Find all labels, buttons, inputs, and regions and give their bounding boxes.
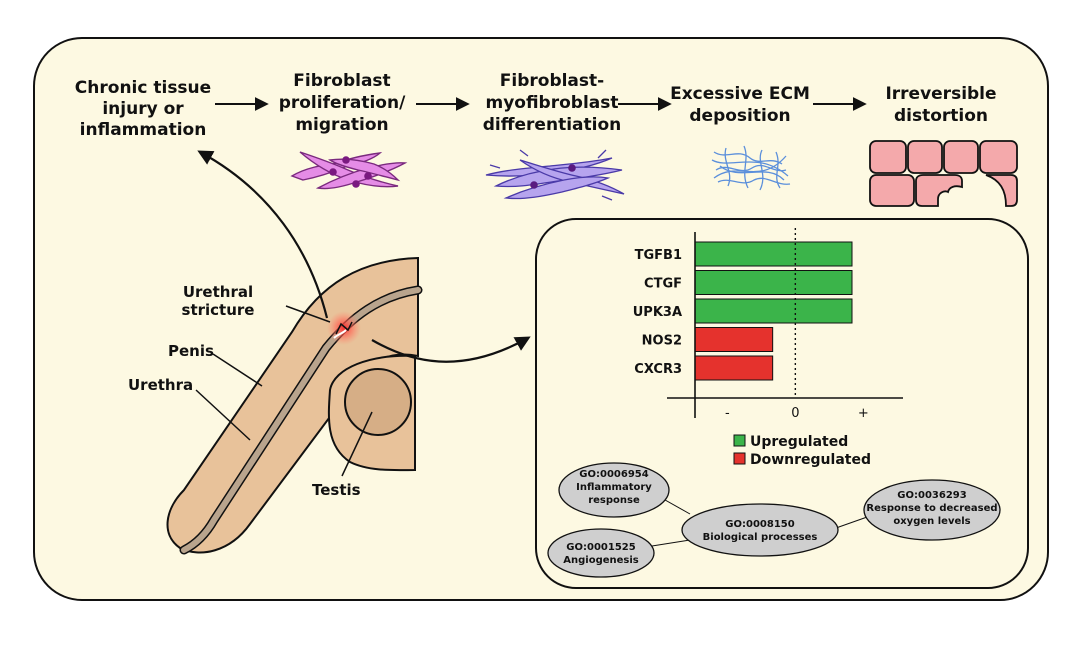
stricture-glow (327, 311, 361, 345)
go-node-angiogenesis (547, 528, 655, 578)
label-stricture-line-2: stricture (182, 301, 255, 319)
go-inflammatory-line-2: Inflammatory (576, 482, 652, 493)
x-tick-label-2: + (858, 406, 869, 421)
anatomy-illustration: Urethral stricture Penis Urethra Testis (128, 256, 423, 555)
go-oxygen-line-2: Response to decreased (866, 503, 997, 514)
step-ecm-line-1: Excessive ECM (670, 84, 810, 104)
ecm-fibers-icon (711, 145, 791, 191)
testis-leader-line (341, 411, 373, 477)
go-biological-line-1: GO:0008150 (725, 519, 794, 530)
step-distortion-line-1: Irreversible (885, 84, 996, 104)
step-injury-line-2: injury or (102, 99, 184, 119)
bar-ctgf (694, 270, 853, 295)
bar-tgfb1 (694, 241, 853, 267)
legend-swatch-down (733, 452, 746, 465)
label-penis: Penis (168, 342, 214, 360)
go-network: GO:0006954 Inflammatory response GO:0001… (547, 462, 1001, 578)
step-differentiation-line-1: Fibroblast- (500, 71, 604, 91)
x-tick-label-0: - (725, 406, 730, 421)
go-angiogenesis-line-1: GO:0001525 (566, 542, 635, 553)
go-angiogenesis-line-2: Angiogenesis (563, 555, 639, 566)
go-edge-oxygen (835, 515, 871, 529)
go-oxygen-line-1: GO:0036293 (897, 490, 966, 501)
label-stricture-line-1: Urethral (183, 283, 253, 301)
arrow-to-results (371, 336, 531, 363)
step-injury-line-3: inflammation (80, 120, 207, 140)
bar-upk3a (694, 298, 853, 324)
legend-label-up: Upregulated (750, 434, 848, 450)
bar-nos2 (694, 327, 774, 352)
step-distortion-line-2: distortion (894, 106, 988, 126)
gene-label-tgfb1: TGFB1 (635, 248, 682, 263)
go-inflammatory-line-1: GO:0006954 (579, 469, 648, 480)
myofibroblast-cells-icon (485, 149, 625, 201)
bar-cxcr3 (694, 355, 774, 381)
go-edge-angiogenesis (651, 539, 691, 547)
step-proliferation-line-1: Fibroblast (293, 71, 390, 91)
step-differentiation-line-2: myofibroblast (485, 93, 618, 113)
go-node-biological (681, 503, 839, 557)
go-node-oxygen (863, 479, 1001, 541)
fibroblast-cells-icon (290, 151, 408, 190)
pathway-step-injury: Chronic tissue injury or inflammation (75, 78, 211, 140)
go-biological-line-2: Biological processes (703, 532, 818, 543)
x-tick-label-1: 0 (791, 406, 799, 421)
gene-label-ctgf: CTGF (644, 277, 682, 292)
penis-leader-line (212, 353, 263, 387)
go-inflammatory-line-3: response (588, 495, 640, 506)
step-proliferation-line-3: migration (295, 115, 388, 135)
arrow-to-injury (197, 150, 329, 319)
go-oxygen-line-3: oxygen levels (893, 516, 970, 527)
gene-label-cxcr3: CXCR3 (634, 362, 682, 377)
chart-legend: Upregulated Downregulated (733, 434, 871, 468)
step-differentiation-line-3: differentiation (483, 115, 621, 135)
urethra-leader-line (195, 389, 251, 441)
testis (344, 368, 412, 436)
stricture-leader-line (285, 305, 331, 323)
pathway-step-distortion: Irreversible distortion (885, 84, 996, 126)
legend-label-down: Downregulated (750, 452, 871, 468)
gene-label-nos2: NOS2 (642, 334, 682, 349)
step-ecm-line-2: deposition (689, 106, 790, 126)
step-proliferation-line-2: proliferation/ (279, 93, 406, 113)
step-injury-line-1: Chronic tissue (75, 78, 211, 98)
pathway-step-proliferation: Fibroblast proliferation/ migration (279, 71, 406, 135)
pathway-step-ecm: Excessive ECM deposition (670, 84, 810, 126)
gene-label-upk3a: UPK3A (633, 305, 682, 320)
legend-swatch-up (733, 434, 746, 447)
label-testis: Testis (312, 481, 361, 499)
pathway-step-differentiation: Fibroblast- myofibroblast differentiatio… (483, 71, 621, 135)
distorted-tissue-icon (869, 140, 1018, 207)
label-urethra: Urethra (128, 376, 193, 394)
go-node-inflammatory (558, 462, 670, 518)
